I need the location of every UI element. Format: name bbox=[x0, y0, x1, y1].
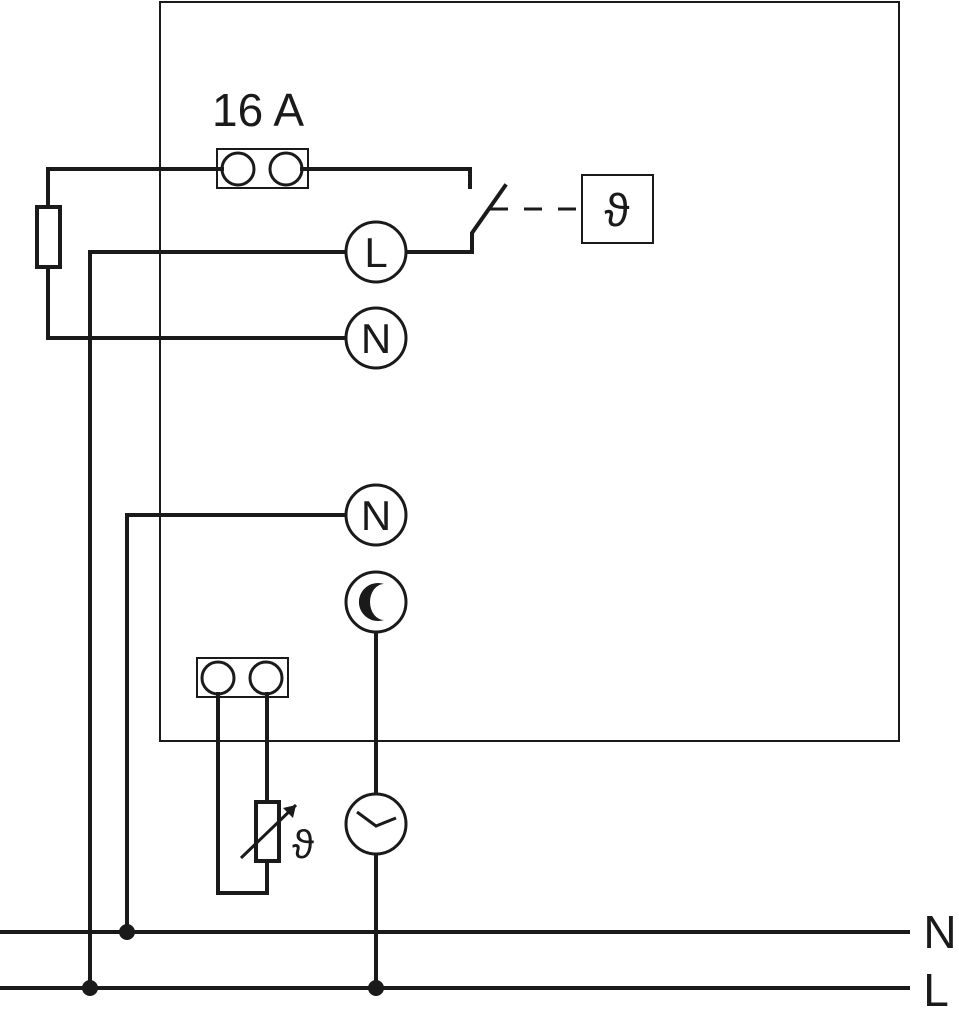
temperature-symbol: ϑ bbox=[604, 184, 629, 236]
terminal-n-load: N bbox=[344, 306, 408, 370]
sensor-wire-loop bbox=[216, 692, 269, 895]
neutral-feed-wire bbox=[125, 513, 348, 934]
load-resistor bbox=[35, 205, 62, 269]
terminal-n-supply-label: N bbox=[361, 492, 391, 539]
load-wire-neutral bbox=[46, 265, 348, 340]
device-housing bbox=[159, 1, 900, 742]
terminal-n-supply: N bbox=[344, 483, 408, 547]
fuse-rating-label: 16 A bbox=[212, 84, 304, 136]
night-setback-terminal bbox=[344, 570, 408, 634]
load-wire-top bbox=[46, 167, 224, 209]
mains-neutral-label: N bbox=[923, 906, 956, 958]
junction-line-feed bbox=[82, 980, 98, 996]
terminal-n-load-label: N bbox=[361, 315, 391, 362]
clock-icon bbox=[356, 810, 397, 828]
relay-switch bbox=[404, 183, 508, 254]
terminal-l: L bbox=[344, 220, 408, 284]
ntc-temperature-symbol: ϑ bbox=[292, 823, 314, 867]
thermostat-sensor: ϑ bbox=[581, 174, 654, 244]
load-terminal-block bbox=[216, 148, 309, 189]
moon-icon bbox=[358, 583, 384, 621]
sensor-terminal-block bbox=[196, 657, 289, 698]
junction-line-timer bbox=[368, 980, 384, 996]
ntc-sensor: ϑ bbox=[239, 800, 314, 867]
terminal-l-label: L bbox=[364, 229, 387, 276]
timer-clock bbox=[344, 792, 408, 856]
junction-neutral bbox=[119, 924, 135, 940]
switch-wire-top bbox=[300, 167, 472, 189]
line-feed-wire bbox=[88, 250, 348, 990]
mains-line-label: L bbox=[923, 964, 949, 1016]
